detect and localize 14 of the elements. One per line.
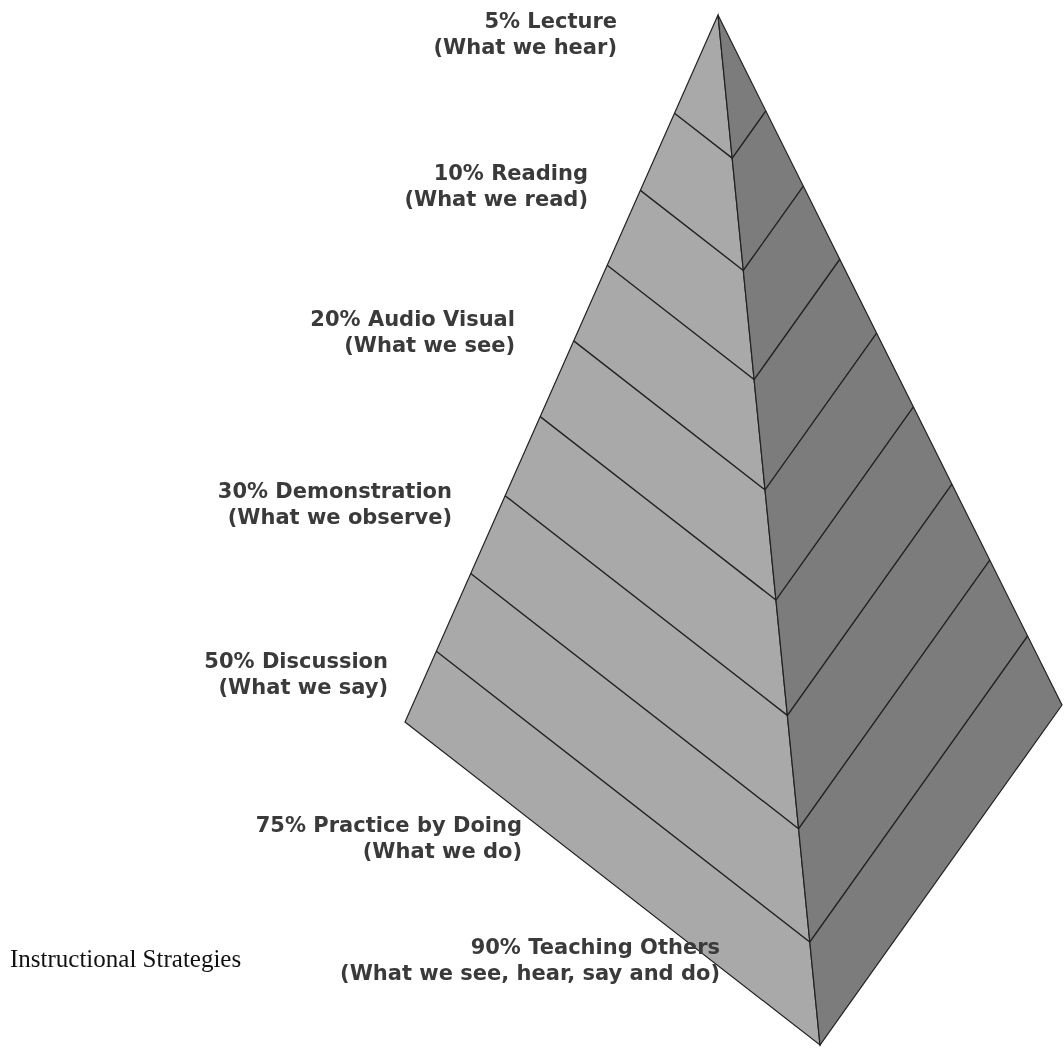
layer-subtitle: (What we see) (344, 332, 515, 358)
layer-subtitle: (What we see, hear, say and do) (340, 960, 720, 986)
layer-subtitle: (What we read) (404, 186, 588, 212)
layer-label: 75% Practice by Doing (255, 812, 522, 838)
layer-label: 20% Audio Visual (310, 306, 515, 332)
layer-subtitle: (What we observe) (227, 504, 452, 530)
caption-text: Instructional Strategies (10, 946, 242, 972)
layer-label: 5% Lecture (484, 8, 617, 34)
layer-subtitle: (What we do) (362, 838, 522, 864)
layer-label: 30% Demonstration (217, 478, 452, 504)
layer-label: 10% Reading (433, 160, 588, 186)
layer-subtitle: (What we hear) (433, 34, 617, 60)
layer-subtitle: (What we say) (218, 674, 388, 700)
layer-label: 50% Discussion (204, 648, 388, 674)
